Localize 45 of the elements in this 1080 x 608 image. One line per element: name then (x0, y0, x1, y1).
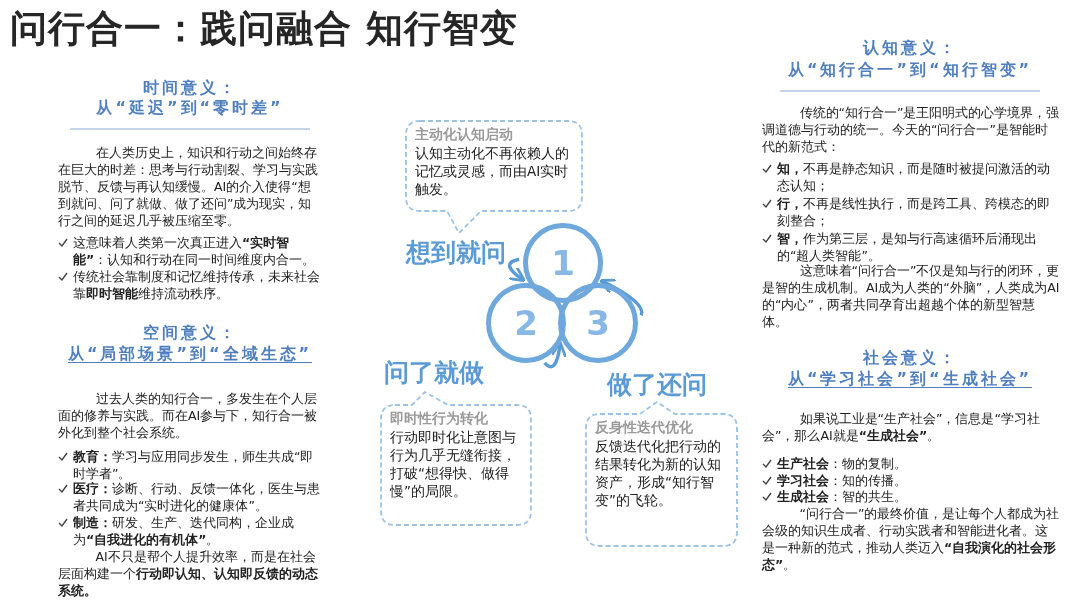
numbered-circle: 1 (523, 223, 603, 303)
bullet-text: 知，不再是静态知识，而是随时被提问激活的动态认知； (777, 160, 1051, 194)
bullet-text: 传统社会靠制度和记忆维持传承，未来社会靠即时智能维持流动秩序。 (73, 268, 320, 302)
numbered-circle: 2 (486, 283, 566, 363)
paragraph: 这意味着“问行合一”不仅是知与行的闭环，更是智的生成机制。AI成为人类的“外脑”，人类成为AI的“内心”，两者共同孕育出超越个体的新型智慧体。 (762, 262, 1060, 330)
bullet-text: 行，不再是线性执行，而是跨工具、跨模态的即刻整合； (777, 195, 1051, 229)
bubble-text: 反馈迭代化把行动的结果转化为新的认知资产，形成“知行智变”的飞轮。 (595, 437, 722, 509)
section-subheading: 从“知行合一”到“知行智变” (786, 60, 1034, 81)
speech-bubble (585, 401, 738, 547)
bullet-text: 学习社会：知的传播。 (777, 472, 907, 489)
paragraph: 过去人类的知行合一，多发生在个人层面的修养与实践。而在AI参与下，知行合一被外化到整个社会系统。 (58, 390, 319, 441)
bubble-heading: 反身性迭代优化 (595, 419, 694, 437)
speech-bubble (380, 391, 532, 526)
numbered-circle: 3 (558, 283, 638, 363)
bullet-text: 智，作为第三层，是知与行高速循环后涌现出的“超人类智能”。 (777, 230, 1038, 264)
stage-phrase: 做了还问 (607, 369, 707, 401)
bullet-text: 制造：研发、生产、迭代同构，企业成为“自我进化的有机体”。 (73, 514, 295, 548)
stage-phrase: 想到就问 (406, 237, 506, 269)
stage-phrase: 问了就做 (384, 357, 484, 389)
bullet-text: 教育：学习与应用同步发生，师生共成“即时学者”。 (73, 448, 315, 482)
bullet-text: 医疗：诊断、行动、反馈一体化，医生与患者共同成为“实时进化的健康体”。 (73, 480, 320, 514)
section-heading: 时间意义： (141, 78, 239, 99)
curved-arrow (543, 340, 567, 369)
bubble-heading: 即时性行为转化 (390, 410, 489, 428)
section-heading: 认知意义： (861, 38, 959, 59)
page-title: 问行合一：践问融合 知行智变 (10, 6, 518, 52)
curved-arrow (507, 257, 526, 283)
section-subheading: 从“延迟”到“零时差” (95, 98, 285, 119)
section-subheading: 从“学习社会”到“生成社会” (786, 369, 1034, 390)
bubble-heading: 主动化认知启动 (415, 126, 514, 144)
curved-arrow (598, 278, 644, 316)
section-heading: 空间意义： (141, 323, 239, 344)
speech-bubble (405, 120, 583, 234)
bullet-text: 生产社会：物的复制。 (777, 455, 907, 472)
paragraph: “问行合一”的最终价值，是让每个人都成为社会级的知识生成者、行动实践者和智能进化者。这是一种新的范式，推动人类迈入“自我演化的社会形态”。 (762, 505, 1060, 573)
bubble-text: 行动即时化让意图与行为几乎无缝衔接，打破“想得快、做得慢”的局限。 (390, 428, 517, 500)
bullet-text: 生成社会：智的共生。 (777, 488, 907, 505)
paragraph: 在人类历史上，知识和行动之间始终存在巨大的时差：思考与行动割裂、学习与实践脱节、反馈与再认知缓慢。AI的介入使得“想到就问、问了就做、做了还问”成为现实，知行之间的延迟几乎被压缩至零。 (58, 144, 319, 229)
section-subheading: 从“局部场景”到“全域生态” (66, 344, 314, 365)
paragraph: AI不只是帮个人提升效率，而是在社会层面构建一个行动即认知、认知即反馈的动态系统。 (58, 548, 319, 599)
section-heading: 社会意义： (861, 348, 959, 369)
bullet-text: 这意味着人类第一次真正进入“实时智能”：认知和行动在同一时间维度内合一。 (73, 234, 317, 268)
paragraph: 如果说工业是“生产社会”，信息是“学习社会”，那么AI就是“生成社会”。 (762, 410, 1041, 444)
paragraph: 传统的“知行合一”是王阳明式的心学境界，强调道德与行动的统一。今天的“问行合一”是智能时代的新范式： (762, 104, 1060, 155)
bubble-text: 认知主动化不再依赖人的记忆或灵感，而由AI实时触发。 (415, 144, 570, 198)
